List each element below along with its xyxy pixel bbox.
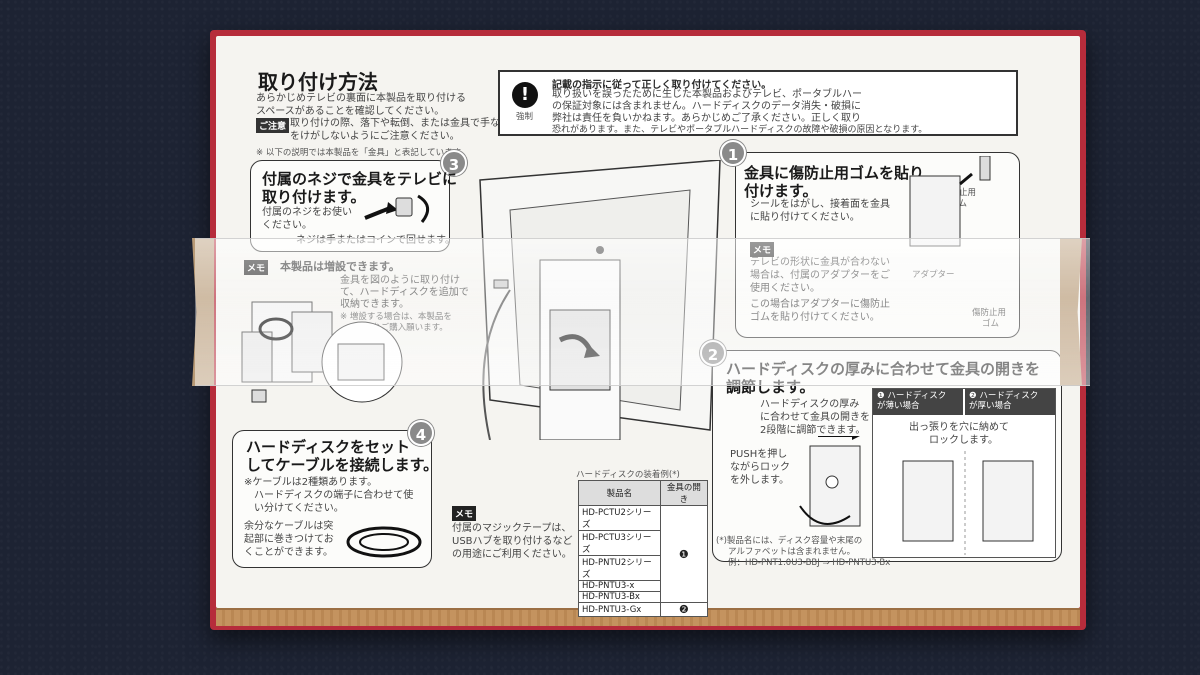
table-row: HD-PNTU3-Gx (578, 602, 661, 617)
step2-text-1: ハードディスクの厚み (760, 399, 860, 410)
step3-title-1: 付属のネジで金具をテレビに (262, 170, 458, 188)
warning-line-1: 記載の指示に従って正しく取り付けてください。 (552, 80, 772, 91)
table-row: HD-PNTU3-Bx (578, 591, 661, 603)
step1-memo-4: この場合はアダプターに傷防止 (750, 299, 890, 310)
step2-number: 2 (700, 340, 726, 366)
step3-hint: ネジは手またはコインで回せます。 (296, 235, 455, 246)
table-header-product: 製品名 (578, 480, 661, 506)
step3-text-2: ください。 (262, 220, 312, 231)
step4-cable-3: くことができます。 (244, 547, 333, 558)
step4-title-1: ハードディスクをセット (246, 438, 410, 456)
step4-title-2: してケーブルを接続します。 (246, 456, 439, 474)
exclamation-icon: ! (512, 82, 538, 108)
step4-panel (232, 430, 432, 568)
step2-push-3: を外します。 (730, 475, 789, 486)
step2-text-2: に合わせて金具の開きを (760, 412, 870, 423)
footnote-3: 例：HD-PNT1.0U3-BBJ ⇒ HD-PNTU3-Bx (728, 558, 891, 568)
table-title: ハードディスクの装着例(*) (576, 470, 680, 480)
tv-mount-drawing (479, 160, 721, 440)
bracket-expansion-drawing (241, 301, 403, 403)
sub2-header: ❷ ハードディスク が厚い場合 (965, 389, 1055, 415)
sub1-header: ❶ ハードディスク が薄い場合 (873, 389, 963, 415)
step2-title-2: 調節します。 (726, 378, 815, 396)
step4-cable-2: 起部に巻きつけてお (244, 534, 334, 545)
intro-line-1: あらかじめテレビの裏面に本製品を取り付ける (256, 93, 466, 104)
screw-icon (364, 194, 430, 223)
sub-text-1: 出っ張りを穴に納めて (909, 422, 1009, 433)
step4-cable-1: 余分なケーブルは突 (244, 521, 334, 532)
step1-title-1: 金具に傷防止用ゴムを貼り (744, 164, 925, 182)
warning-icon-label: 強制 (516, 112, 534, 122)
step4-memo-2: USBハブを取り付けるなど (452, 536, 573, 547)
table-open-1: ❶ (659, 505, 709, 603)
table-row: HD-PNTU2シリーズ (578, 555, 661, 581)
step4-text-3: い分けてください。 (254, 503, 344, 514)
step1-label-adapter: アダプター (912, 270, 955, 280)
step4-memo-tag: メモ (452, 506, 477, 521)
step3-title-2: 取り付けます。 (262, 188, 366, 206)
lock-adjust-drawing (799, 436, 861, 527)
warning-line-2: 取り扱いを誤ったために生じた本製品およびテレビ、ポータブルハー (552, 89, 862, 100)
step1-memo-1: テレビの形状に金具が合わない (750, 257, 890, 268)
table-row: HD-PNTU3-x (578, 580, 661, 592)
step1-text-2: に貼り付けてください。 (750, 212, 860, 223)
table-open-2: ❷ (659, 602, 709, 617)
step1-text-1: シールをはがし、接着面を金具 (750, 199, 890, 210)
footnote-1: (*)製品名には、ディスク容量や末尾の (716, 536, 863, 546)
step4-memo-1: 付属のマジックテープは、 (452, 523, 572, 534)
sub1-header-1: ❶ ハードディスク (877, 391, 947, 401)
cable-coil-icon (346, 526, 422, 558)
step1-memo-tag: メモ (750, 242, 775, 257)
step1-label-rubber2-2: ゴム (982, 319, 1000, 329)
step2-text-3: 2段階に調節できます。 (760, 425, 866, 436)
warning-box: ! 強制 記載の指示に従って正しく取り付けてください。 取り扱いを誤ったために生… (498, 70, 1018, 136)
hdd-thickness-subpanel: ❶ ハードディスク が薄い場合 ❷ ハードディスク が厚い場合 出っ張りを穴に納… (872, 388, 1056, 558)
step4-text-2: ハードディスクの端子に合わせて使 (254, 490, 414, 501)
step1-number: 1 (720, 140, 746, 166)
table-header-open: 金具の開き (659, 480, 709, 506)
step1-title-2: 付けます。 (744, 182, 818, 200)
intro-line-2: スペースがあることを確認してください。 (256, 106, 445, 117)
step4-memo-3: の用途にご利用ください。 (452, 549, 572, 560)
step1-memo-2: 場合は、付属のアダプターをご (750, 270, 890, 281)
sub2-header-1: ❷ ハードディスク (969, 391, 1039, 401)
bracket-rubber-drawing (909, 156, 991, 247)
sub-bracket-drawing (902, 451, 1034, 555)
caution-line-2: をけがしないようにご注意ください。 (290, 131, 460, 142)
step4-number: 4 (408, 420, 434, 446)
step3-text-1: 付属のネジをお使い (262, 207, 352, 218)
sub2-header-2: が厚い場合 (969, 401, 1012, 412)
warning-line-4: 弊社は責任を負いかねます。あらかじめご了承ください。正しく取り (552, 113, 861, 124)
caution-line-1: 取り付けの際、落下や転倒、または金具で手など (290, 118, 510, 129)
step2-push-1: PUSHを押し (730, 449, 788, 460)
sub-text-2: ロックします。 (929, 435, 998, 446)
page-title: 取り付け方法 (258, 70, 378, 94)
warning-line-5: 恐れがあります。また、テレビやポータブルハードディスクの故障や破損の原因となりま… (552, 125, 928, 135)
warning-line-3: の保証対象には含まれません。ハードディスクのデータ消失・破損に (552, 101, 861, 112)
step4-text-1: ※ケーブルは2種類あります。 (244, 477, 378, 488)
note: ※ 以下の説明では本製品を「金具」と表記しています。 (256, 148, 469, 158)
caution-tag: ご注意 (256, 118, 290, 133)
footnote-2: アルファベットは含まれません。 (728, 547, 856, 557)
table-row: HD-PCTU2シリーズ (578, 505, 661, 531)
step2-push-2: ながらロック (730, 462, 790, 473)
step3-number: 3 (441, 150, 467, 176)
step1-memo-3: 使用ください。 (750, 283, 820, 294)
sub1-header-2: が薄い場合 (877, 401, 920, 412)
table-row: HD-PCTU3シリーズ (578, 530, 661, 556)
step1-memo-5: ゴムを貼り付けてください。 (750, 312, 880, 323)
